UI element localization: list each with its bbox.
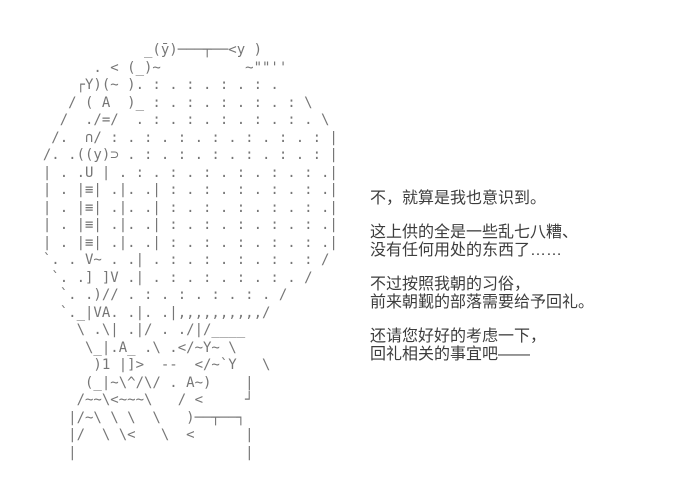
dialogue-paragraph-4: 还请您好好的考虑一下， 回礼相关的事宜吧—— xyxy=(370,328,547,363)
dialogue-paragraph-1: 不，就算是我也意识到。 xyxy=(370,190,547,207)
dialogue-paragraph-2: 这上供的全是一些乱七八糟、 没有任何用处的东西了…… xyxy=(370,224,579,259)
ascii-art-character: _(ȳ)───┬──<y ) . < (_)~ ~""'' ┌Y)(~ ). :… xyxy=(42,42,338,461)
dialogue-text-block: 不，就算是我也意识到。 这上供的全是一些乱七八糟、 没有任何用处的东西了…… 不… xyxy=(370,190,670,380)
dialogue-paragraph-3: 不过按照我朝的习俗， 前来朝觐的部落需要给予回礼。 xyxy=(370,276,595,311)
